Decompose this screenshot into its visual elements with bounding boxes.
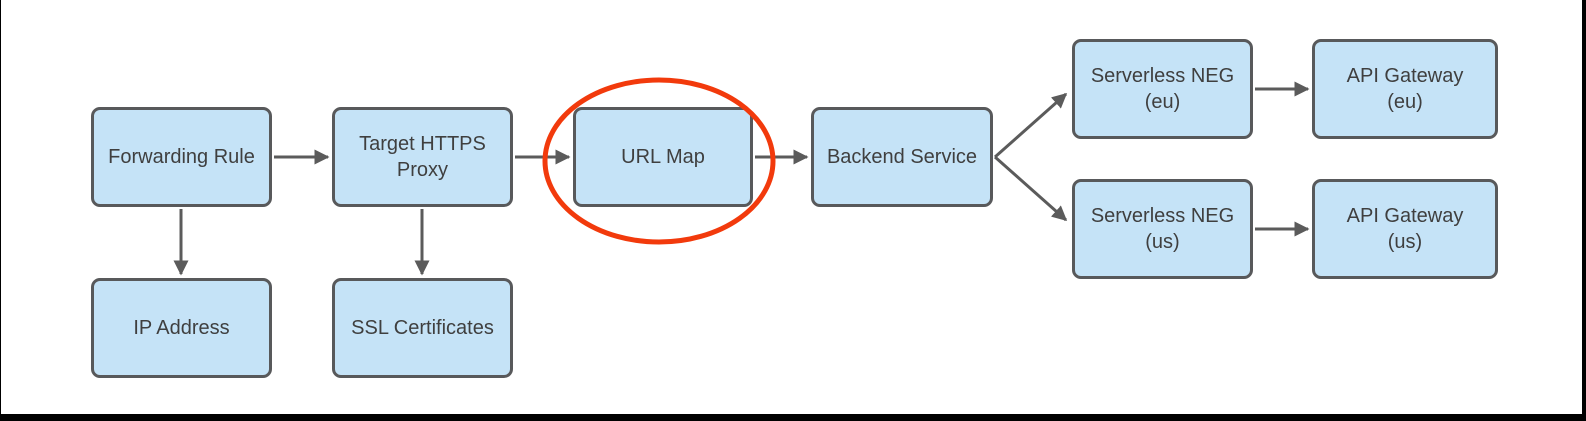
node-target-https-proxy: Target HTTPS Proxy [332,107,513,207]
node-url-map: URL Map [573,107,753,207]
node-serverless-neg-eu: Serverless NEG (eu) [1072,39,1253,139]
node-api-gateway-us: API Gateway (us) [1312,179,1498,279]
window-edge-bottom [0,414,1586,421]
node-forwarding-rule: Forwarding Rule [91,107,272,207]
window-edge-right [1582,0,1586,421]
window-edge-left [0,0,1,421]
node-api-gateway-eu: API Gateway (eu) [1312,39,1498,139]
node-ssl-certificates: SSL Certificates [332,278,513,378]
node-ip-address: IP Address [91,278,272,378]
node-backend-service: Backend Service [811,107,993,207]
node-serverless-neg-us: Serverless NEG (us) [1072,179,1253,279]
